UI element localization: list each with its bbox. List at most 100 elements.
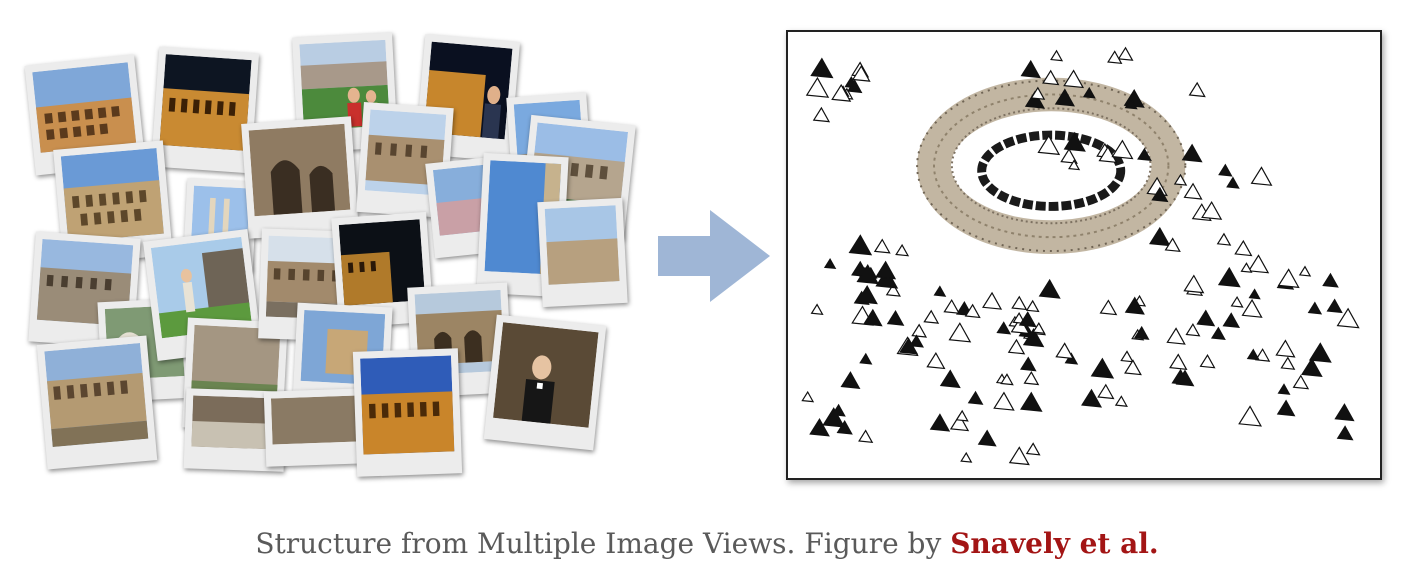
snavely-link[interactable]: Snavely et al.: [950, 527, 1159, 560]
camera-frustum: [1226, 176, 1240, 189]
camera-frustum: [1241, 298, 1263, 318]
camera-frustum: [856, 263, 880, 285]
camera-frustum: [1246, 348, 1260, 361]
camera-frustum: [875, 260, 897, 280]
camera-frustum: [1149, 226, 1171, 247]
camera-frustum: [810, 57, 834, 79]
photo-thumbnail: [483, 314, 607, 451]
photo-thumbnail: [263, 388, 367, 467]
right-arrow-icon: [658, 210, 770, 302]
camera-frustum: [1181, 143, 1203, 163]
camera-frustum: [1275, 339, 1296, 358]
camera-frustum: [1216, 232, 1232, 246]
camera-frustum: [1038, 278, 1061, 299]
camera-frustum: [823, 257, 837, 270]
camera-frustum: [1334, 403, 1355, 422]
camera-frustum: [1151, 186, 1169, 203]
camera-frustum: [1011, 295, 1028, 311]
camera-frustum: [1238, 405, 1263, 427]
reconstruction-panel: [786, 30, 1382, 480]
camera-frustum: [1280, 356, 1296, 370]
camera-frustum: [1042, 69, 1060, 86]
camera-frustum: [1336, 425, 1354, 441]
camera-frustum: [1000, 373, 1014, 386]
photo-thumbnail: [331, 211, 434, 329]
camera-frustum: [1210, 326, 1226, 340]
camera-frustum: [1199, 354, 1216, 369]
camera-frustum: [1055, 342, 1075, 360]
camera-frustum: [873, 238, 891, 254]
camera-frustum: [926, 351, 946, 370]
photo-thumbnail: [352, 348, 463, 477]
camera-frustum: [1175, 369, 1195, 387]
camera-frustum: [1277, 383, 1291, 395]
camera-frustum: [1090, 357, 1115, 379]
photo-thumbnail: [183, 388, 287, 472]
camera-frustum: [844, 76, 859, 89]
camera-frustum: [1326, 298, 1343, 314]
figure: [24, 30, 1382, 480]
camera-frustum: [1254, 348, 1271, 362]
camera-frustum: [863, 308, 883, 327]
camera-frustum: [1117, 46, 1134, 61]
camera-frustum: [1124, 359, 1142, 376]
camera-frustum: [805, 76, 830, 98]
camera-frustum: [1107, 50, 1123, 65]
camera-frustum: [1020, 59, 1042, 79]
camera-frustum: [1063, 131, 1086, 152]
camera-frustum: [1020, 356, 1037, 372]
camera-frustum: [1137, 147, 1152, 162]
camera-frustum: [1025, 442, 1041, 456]
camera-frustum: [1307, 301, 1323, 315]
camera-frustum: [1111, 139, 1134, 160]
camera-frustum: [1183, 274, 1205, 294]
camera-frustum: [1234, 239, 1253, 257]
camera-frustum: [1188, 81, 1206, 98]
camera-frustum: [1030, 86, 1046, 100]
camera-frustum: [1060, 148, 1078, 164]
camera-frustum: [1196, 309, 1216, 327]
camera-frustum: [810, 303, 824, 316]
camera-frustum: [1164, 237, 1181, 253]
camera-frustum: [801, 390, 815, 403]
camera-frustum: [1068, 159, 1081, 171]
camera-frustum: [1276, 399, 1296, 417]
camera-frustum: [967, 390, 984, 405]
camera-frustum: [1336, 307, 1360, 329]
camera-frustum: [982, 291, 1003, 310]
camera-frustum: [1183, 182, 1203, 200]
camera-frustum: [1201, 200, 1223, 220]
camera-frustum: [885, 283, 901, 297]
camera-frustum: [851, 65, 871, 82]
photo-thumbnail: [53, 140, 173, 265]
camera-frustum: [939, 369, 961, 389]
camera-frustum: [1218, 163, 1233, 177]
camera-frustum: [911, 323, 928, 338]
camera-frustum: [943, 298, 961, 314]
camera-frustum: [1308, 342, 1332, 363]
camera-frustum: [895, 243, 910, 257]
camera-frustum: [1124, 97, 1138, 110]
camera-frustum: [1081, 388, 1103, 408]
camera-frustum: [955, 409, 969, 422]
camera-frustum: [1133, 325, 1150, 340]
camera-frustum: [859, 352, 873, 365]
camera-frustum: [1018, 311, 1037, 328]
camera-frustum: [809, 417, 830, 437]
camera-frustum: [996, 321, 1012, 335]
camera-frustum: [1277, 268, 1300, 289]
camera-frustum: [909, 334, 924, 348]
camera-frustum: [1025, 299, 1040, 313]
camera-frustum: [929, 413, 951, 432]
camera-frustum: [1054, 88, 1075, 107]
camera-frustum: [1037, 134, 1061, 156]
camera-frustum: [1099, 299, 1118, 316]
camera-frustum: [1097, 383, 1115, 400]
camera-frustum: [977, 429, 997, 447]
camera-frustum: [960, 451, 973, 463]
caption-text: Structure from Multiple Image Views. Fig…: [255, 527, 951, 560]
camera-frustum: [856, 285, 878, 305]
camera-frustum: [899, 337, 919, 355]
camera-frustum: [1124, 296, 1145, 315]
camera-frustum: [1248, 288, 1261, 300]
